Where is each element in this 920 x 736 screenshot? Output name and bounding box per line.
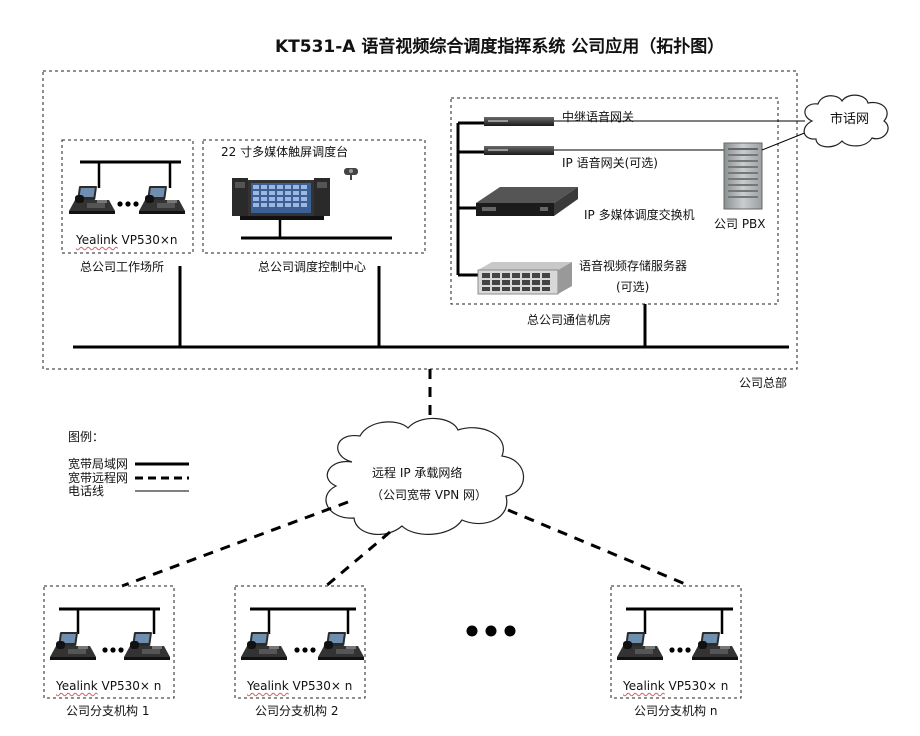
console-label: 22 寸多媒体触屏调度台 (221, 145, 349, 159)
branch-n (610, 585, 742, 699)
video-phone-icon (318, 632, 364, 660)
legend-item-phone: 电话线 (68, 484, 105, 498)
wan-link-branch-2 (325, 530, 391, 588)
storage-server-icon (477, 262, 572, 295)
branch-2 (234, 585, 366, 699)
video-phone-icon (50, 632, 96, 660)
wan-link-branch-1 (121, 500, 349, 588)
pbx-label: 公司 PBX (714, 217, 766, 231)
branch-2-label: 公司分支机构 2 (255, 704, 339, 718)
branch-1-phone-label: Yealink VP530× n (56, 679, 162, 693)
trunk-gateway-icon (484, 117, 554, 126)
workplace-frame (61, 139, 194, 254)
video-phone-icon (69, 186, 115, 214)
diagram-title: KT531-A 语音视频综合调度指挥系统 公司应用（拓扑图） (275, 37, 725, 57)
video-phone-icon (692, 632, 738, 660)
ip-gateway-label: IP 语音网关(可选) (562, 156, 658, 170)
legend-title: 图例： (68, 430, 105, 444)
legend-item-wan: 宽带远程网 (68, 471, 129, 485)
telephone-line (761, 129, 813, 151)
storage-server-optional: (可选) (616, 280, 650, 294)
wan-link-branch-n (507, 508, 691, 588)
ip-gateway-icon (484, 146, 554, 155)
storage-server-label: 语音视频存储服务器 (579, 259, 688, 273)
pstn-label: 市话网 (830, 112, 870, 127)
video-phone-icon (617, 632, 663, 660)
wan-label-line2: （公司宽带 VPN 网） (371, 488, 488, 502)
trunk-gateway-label: 中继语音网关 (562, 110, 635, 124)
media-switch-label: IP 多媒体调度交换机 (584, 208, 695, 222)
headquarters-label: 公司总部 (739, 376, 788, 390)
more-branches-ellipsis (466, 625, 516, 637)
video-phone-icon (139, 186, 185, 214)
branch-n-label: 公司分支机构 n (634, 704, 718, 718)
branch-1-label: 公司分支机构 1 (66, 704, 150, 718)
branch-1 (43, 585, 175, 699)
machine-room-label: 总公司通信机房 (527, 313, 612, 327)
control-center-frame (202, 139, 426, 254)
workplace-label: 总公司工作场所 (80, 260, 165, 274)
machine-room-frame (450, 97, 779, 305)
pstn-cloud-icon (803, 94, 889, 148)
headquarters-frame (42, 70, 798, 370)
video-phone-icon (241, 632, 287, 660)
video-phone-icon (124, 632, 170, 660)
pbx-cabinet-icon (723, 142, 763, 210)
wan-label-line1: 远程 IP 承载网络 (372, 466, 463, 480)
control-center-label: 总公司调度控制中心 (258, 260, 367, 274)
workplace-phone-label: Yealink VP530×n (76, 233, 178, 247)
media-switch-icon (476, 187, 578, 216)
legend-item-lan: 宽带局域网 (68, 457, 129, 471)
branch-n-phone-label: Yealink VP530× n (623, 679, 729, 693)
branch-2-phone-label: Yealink VP530× n (247, 679, 353, 693)
wan-cloud-icon (325, 417, 525, 535)
dispatch-console-icon (232, 168, 358, 220)
legend (135, 462, 189, 492)
